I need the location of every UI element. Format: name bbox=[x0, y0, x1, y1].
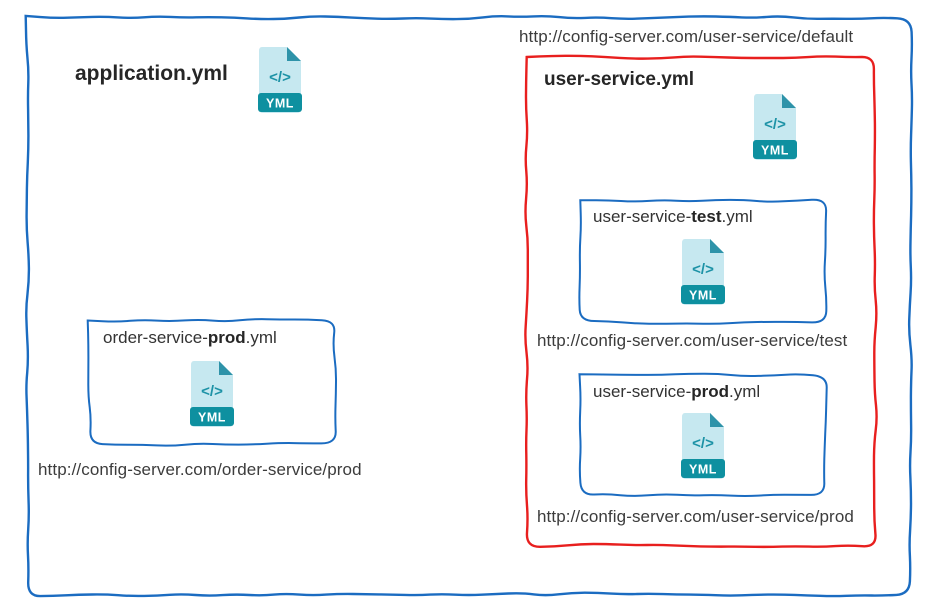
order-service-prod-yml-label: order-service-prod.yml bbox=[103, 328, 277, 348]
user-service-prod-url: http://config-server.com/user-service/pr… bbox=[537, 507, 854, 526]
file-name-suffix: .yml bbox=[729, 382, 761, 401]
code-glyph-icon: </> bbox=[692, 435, 714, 452]
user-service-prod-box: user-service-prod.yml </> YML bbox=[578, 372, 828, 498]
order-service-prod-url: http://config-server.com/order-service/p… bbox=[38, 460, 362, 479]
yml-file-icon: </> YML bbox=[753, 94, 797, 160]
user-service-prod-yml-label: user-service-prod.yml bbox=[593, 382, 760, 402]
file-name-suffix: .yml bbox=[721, 207, 753, 226]
folded-corner bbox=[782, 94, 796, 108]
yml-banner-label: YML bbox=[761, 144, 789, 158]
folded-corner bbox=[710, 413, 724, 427]
code-glyph-icon: </> bbox=[692, 261, 714, 278]
yml-file-icon: </> YML bbox=[258, 47, 302, 113]
profile-emphasis: prod bbox=[691, 382, 730, 401]
folded-corner bbox=[710, 239, 724, 253]
user-service-default-url: http://config-server.com/user-service/de… bbox=[519, 27, 854, 46]
folded-corner bbox=[219, 361, 233, 375]
profile-emphasis: prod bbox=[207, 328, 246, 347]
file-name-prefix: order-service- bbox=[103, 328, 208, 347]
user-service-test-yml-label: user-service-test.yml bbox=[593, 207, 753, 227]
file-name-prefix: user-service- bbox=[593, 382, 692, 401]
yml-banner-label: YML bbox=[198, 411, 226, 425]
user-service-test-url: http://config-server.com/user-service/te… bbox=[537, 331, 848, 350]
file-name-suffix: .yml bbox=[245, 328, 277, 347]
user-service-yml-label: user-service.yml bbox=[544, 69, 694, 90]
yml-banner-label: YML bbox=[689, 463, 717, 477]
application-yml-label: application.yml bbox=[75, 62, 228, 85]
code-glyph-icon: </> bbox=[269, 69, 291, 86]
code-glyph-icon: </> bbox=[764, 116, 786, 133]
code-glyph-icon: </> bbox=[201, 383, 223, 400]
yml-file-icon: </> YML bbox=[190, 361, 234, 427]
order-service-prod-box: order-service-prod.yml </> YML bbox=[86, 318, 338, 447]
yml-banner-label: YML bbox=[266, 97, 294, 111]
file-name-prefix: user-service- bbox=[593, 207, 692, 226]
yml-banner-label: YML bbox=[689, 289, 717, 303]
yml-file-icon: </> YML bbox=[681, 239, 725, 305]
profile-emphasis: test bbox=[691, 207, 722, 226]
yml-file-icon: </> YML bbox=[681, 413, 725, 479]
user-service-test-box: user-service-test.yml </> YML bbox=[578, 198, 828, 325]
folded-corner bbox=[287, 47, 301, 61]
user-service-group-box: user-service.yml </> YML user-service-te… bbox=[524, 54, 878, 549]
